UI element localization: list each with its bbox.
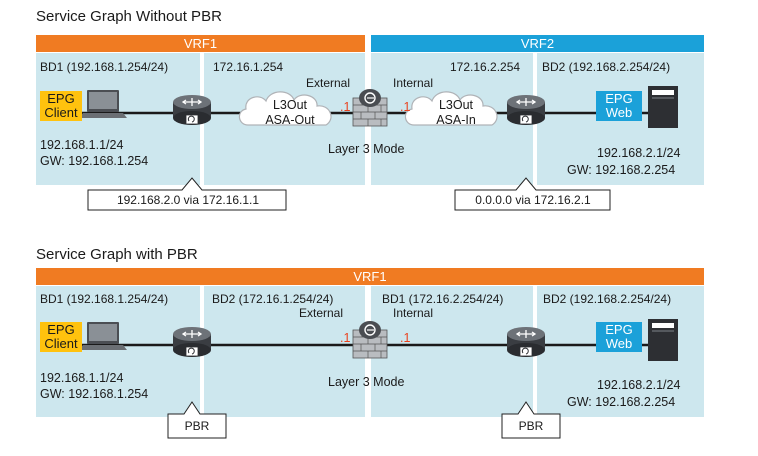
route-callout-right (454, 177, 611, 211)
l3out-right-ip: 172.16.2.254 (450, 60, 521, 74)
epg-web-line2-bottom: Web (605, 336, 633, 351)
cloud-right-line1: L3Out (438, 98, 474, 112)
external-label-bottom: External (299, 306, 344, 320)
bd1-label: BD1 (192.168.1.254/24) (40, 60, 169, 74)
pbr-left-text: PBR (184, 419, 210, 433)
epg-client-badge: EPG Client (40, 91, 82, 121)
cloud-right-line2: ASA-In (436, 113, 476, 127)
vrf1-band-bottom: VRF1 (36, 268, 704, 285)
epg-web-line1-bottom: EPG (605, 322, 633, 337)
bd1b-label-bottom: BD1 (172.16.2.254/24) (382, 292, 504, 306)
bd2-panel-bottom (204, 286, 365, 417)
web-server-icon (648, 86, 678, 128)
client-gateway-bottom: GW: 192.168.1.254 (40, 387, 149, 401)
web-gateway: GW: 192.168.2.254 (567, 163, 676, 177)
epg-client-line1-bottom: EPG (47, 322, 75, 337)
external-label: External (306, 76, 351, 90)
route-left-text: 192.168.2.0 via 172.16.1.1 (116, 193, 260, 207)
leaf-switch-right-icon-bottom (506, 326, 546, 358)
leaf-switch-left-icon (172, 94, 212, 126)
epg-client-line1: EPG (47, 91, 75, 106)
pbr-right-text: PBR (518, 419, 544, 433)
client-laptop-icon-bottom (79, 322, 127, 350)
web-ip-bottom: 192.168.2.1/24 (597, 378, 681, 392)
leaf-switch-right-icon (506, 94, 546, 126)
client-ip-bottom: 192.168.1.1/24 (40, 371, 124, 385)
l3out-left-ip: 172.16.1.254 (213, 60, 284, 74)
route-callout-left (87, 177, 287, 211)
top-diagram-title: Service Graph Without PBR (36, 8, 222, 25)
internal-label-bottom: Internal (393, 306, 434, 320)
epg-web-line1: EPG (605, 91, 633, 106)
external-ip-suffix: .1 (340, 100, 351, 114)
web-server-icon-bottom (648, 319, 678, 361)
cloud-right-label: L3Out ASA-In (428, 98, 484, 128)
web-ip: 192.168.2.1/24 (597, 146, 681, 160)
web-gateway-bottom: GW: 192.168.2.254 (567, 395, 676, 409)
cloud-left-line2: ASA-Out (265, 113, 315, 127)
layer3-mode-label-bottom: Layer 3 Mode (328, 375, 405, 389)
client-gateway: GW: 192.168.1.254 (40, 154, 149, 168)
epg-client-line2: Client (44, 105, 78, 120)
bd2-label-bottom: BD2 (172.16.1.254/24) (212, 292, 334, 306)
internal-ip-suffix-bottom: .1 (400, 331, 411, 345)
epg-web-badge: EPG Web (596, 91, 642, 121)
firewall-icon (352, 88, 388, 127)
leaf-switch-left-icon-bottom (172, 326, 212, 358)
internal-ip-suffix: .1 (400, 100, 411, 114)
firewall-icon-bottom (352, 320, 388, 359)
epg-web-line2: Web (605, 105, 633, 120)
external-ip-suffix-bottom: .1 (340, 331, 351, 345)
vrf2-band: VRF2 (371, 35, 704, 52)
bd1-label-bottom: BD1 (192.168.1.254/24) (40, 292, 169, 306)
client-ip: 192.168.1.1/24 (40, 138, 124, 152)
epg-client-line2-bottom: Client (44, 336, 78, 351)
cloud-left-label: L3Out ASA-Out (262, 98, 318, 128)
bd1b-panel-bottom (371, 286, 533, 417)
vrf1-band: VRF1 (36, 35, 365, 52)
bd2-label: BD2 (192.168.2.254/24) (542, 60, 671, 74)
epg-client-badge-bottom: EPG Client (40, 322, 82, 352)
bd2b-label-bottom: BD2 (192.168.2.254/24) (543, 292, 672, 306)
pbr-callout-right (501, 401, 561, 439)
internal-label: Internal (393, 76, 434, 90)
epg-web-badge-bottom: EPG Web (596, 322, 642, 352)
bottom-diagram-title: Service Graph with PBR (36, 246, 198, 263)
route-right-text: 0.0.0.0 via 172.16.2.1 (475, 193, 591, 207)
cloud-left-line1: L3Out (272, 98, 308, 112)
client-laptop-icon (79, 90, 127, 118)
layer3-mode-label: Layer 3 Mode (328, 142, 405, 156)
pbr-callout-left (167, 401, 227, 439)
